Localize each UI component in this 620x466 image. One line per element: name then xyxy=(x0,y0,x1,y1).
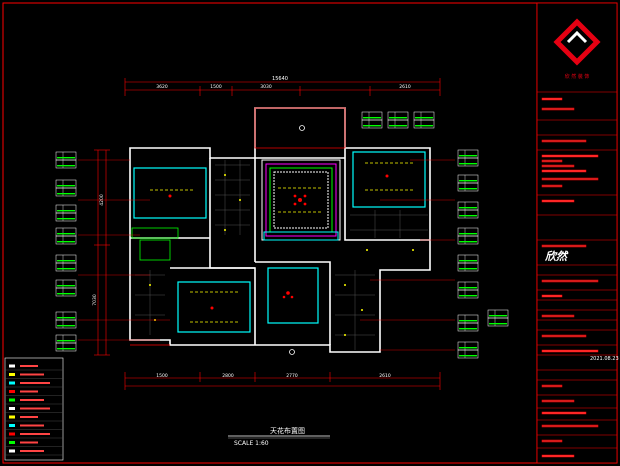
title-block: 欣 然 装 饰 2021.08.23 欣然 xyxy=(536,2,619,464)
bottom-dim-4: 2610 xyxy=(379,373,391,379)
company-logo xyxy=(553,18,601,66)
strip-lights xyxy=(150,162,415,323)
bottom-dim-3: 2770 xyxy=(286,373,298,379)
drawing-title: 天花布置图 xyxy=(270,426,305,435)
left-dimensions xyxy=(94,149,110,356)
bottom-dim-1: 1500 xyxy=(156,373,168,379)
top-dim-1: 3620 xyxy=(156,84,168,90)
top-dim-3: 3030 xyxy=(260,84,272,90)
logo-text: 欣 然 装 饰 xyxy=(565,73,590,80)
overall-dim: 15640 xyxy=(272,76,288,82)
ceiling-tags-right xyxy=(457,149,509,359)
ceiling-tags-top xyxy=(361,111,435,129)
top-dim-2: 1500 xyxy=(210,84,222,90)
left-dim-2: 7030 xyxy=(92,294,98,306)
top-dimensions xyxy=(124,78,441,96)
bottom-dim-2: 2800 xyxy=(222,373,234,379)
light-fixtures xyxy=(168,125,389,355)
living-ceiling xyxy=(261,159,341,241)
bottom-dimensions xyxy=(124,372,441,390)
ceiling-tags-left xyxy=(55,151,77,352)
floor-plan-walls xyxy=(129,107,431,353)
ceiling-frames xyxy=(133,151,426,333)
legend-table xyxy=(4,357,64,461)
drawing-scale: SCALE 1:60 xyxy=(234,440,269,447)
top-dim-4: 2610 xyxy=(399,84,411,90)
signature: 欣然 xyxy=(545,250,569,263)
tile-grids xyxy=(135,160,428,350)
date-value: 2021.08.23 xyxy=(590,356,619,362)
